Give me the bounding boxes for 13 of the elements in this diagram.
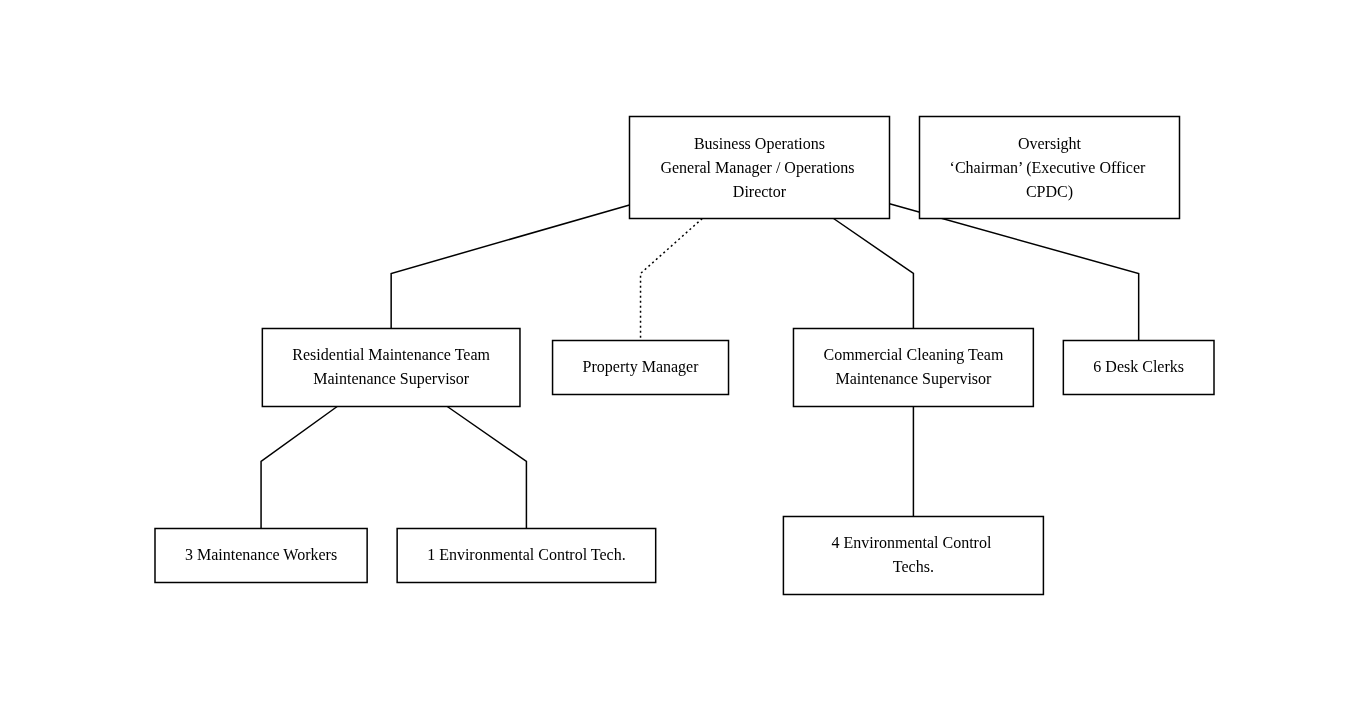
node-box: 4 Environmental Control Techs. [782, 515, 1045, 596]
node-box: Business Operations General Manager / Operations Director [628, 115, 891, 220]
node-box: Property Manager [551, 339, 730, 396]
node-box: 1 Environmental Control Tech. [396, 527, 657, 584]
connector [912, 405, 915, 518]
node-box: Residential Maintenance Team Maintenance Supervisor [261, 327, 521, 408]
node-box: 6 Desk Clerks [1062, 339, 1215, 396]
node-box: Commercial Cleaning Team Maintenance Supervisor [792, 327, 1035, 408]
connector [446, 405, 528, 530]
connector [832, 217, 915, 330]
node-box: Oversight ‘Chairman’ (Executive Officer CPDC) [918, 115, 1181, 220]
connector [260, 405, 338, 530]
node-box: 3 Maintenance Workers [154, 527, 368, 584]
